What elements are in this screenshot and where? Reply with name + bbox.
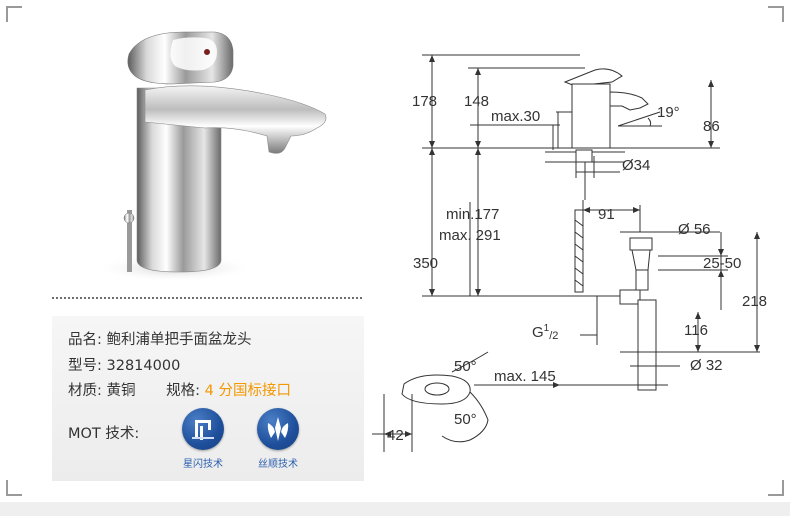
product-name-row: 品名: 鲍利浦单把手面盆龙头: [68, 328, 252, 349]
product-spec-label: 规格:: [166, 383, 200, 399]
dim-148: 148: [464, 93, 489, 110]
frame-corner-bottom-left: [6, 480, 22, 496]
dim-thread-g-base: G: [532, 324, 544, 341]
dim-178: 178: [412, 93, 437, 110]
dim-angle-19: 19°: [657, 104, 680, 121]
dim-91: 91: [598, 206, 615, 223]
starlight-icon: [182, 408, 224, 450]
product-model-value: 32814000: [106, 358, 181, 374]
dim-42: 42: [387, 427, 404, 444]
product-name-label: 品名:: [68, 332, 102, 348]
divider-dotted: [52, 297, 362, 299]
tech-silkmove: 丝顺技术: [248, 408, 308, 470]
dim-dia34: Ø34: [622, 157, 650, 174]
tech-starlight-label: 星闪技术: [183, 459, 223, 470]
dim-dia32: Ø 32: [690, 357, 723, 374]
dim-thread-g: G1/2: [532, 323, 558, 342]
tech-starlight: 星闪技术: [173, 408, 233, 470]
dim-thread-g-sup: 1: [544, 323, 550, 334]
mot-tech-label: MOT 技术:: [68, 426, 140, 442]
dim-86: 86: [703, 118, 720, 135]
product-model-label: 型号:: [68, 358, 102, 374]
frame-corner-top-right: [768, 6, 784, 22]
product-name-value: 鲍利浦单把手面盆龙头: [106, 332, 252, 348]
dim-218: 218: [742, 293, 767, 310]
product-info-card: 品名: 鲍利浦单把手面盆龙头 型号: 32814000 材质: 黄铜 规格: 4…: [52, 316, 364, 481]
dim-angle-50-bottom: 50°: [454, 411, 477, 428]
frame-corner-top-left: [6, 6, 22, 22]
dim-25-50: 25-50: [703, 255, 741, 272]
product-model-row: 型号: 32814000: [68, 354, 180, 375]
bottom-strip: [0, 502, 790, 516]
product-material-value: 黄铜: [106, 383, 136, 399]
product-material-label: 材质:: [68, 383, 102, 399]
dim-116: 116: [684, 322, 708, 339]
faucet-photo: [55, 10, 375, 290]
dim-thread-g-sub: /2: [549, 330, 558, 342]
dim-dia56: Ø 56: [678, 221, 711, 238]
dim-max291: max. 291: [439, 227, 501, 244]
dim-max145: max. 145: [494, 368, 556, 385]
product-material-row: 材质: 黄铜 规格: 4 分国标接口: [68, 379, 291, 400]
silkmove-icon: [257, 408, 299, 450]
dim-min177: min.177: [446, 206, 499, 223]
tech-silkmove-label: 丝顺技术: [258, 459, 298, 470]
dim-max30: max.30: [491, 108, 540, 125]
product-spec-value: 4 分国标接口: [204, 383, 291, 399]
frame-corner-bottom-right: [768, 480, 784, 496]
dim-350: 350: [413, 255, 438, 272]
dim-angle-50-top: 50°: [454, 358, 477, 375]
